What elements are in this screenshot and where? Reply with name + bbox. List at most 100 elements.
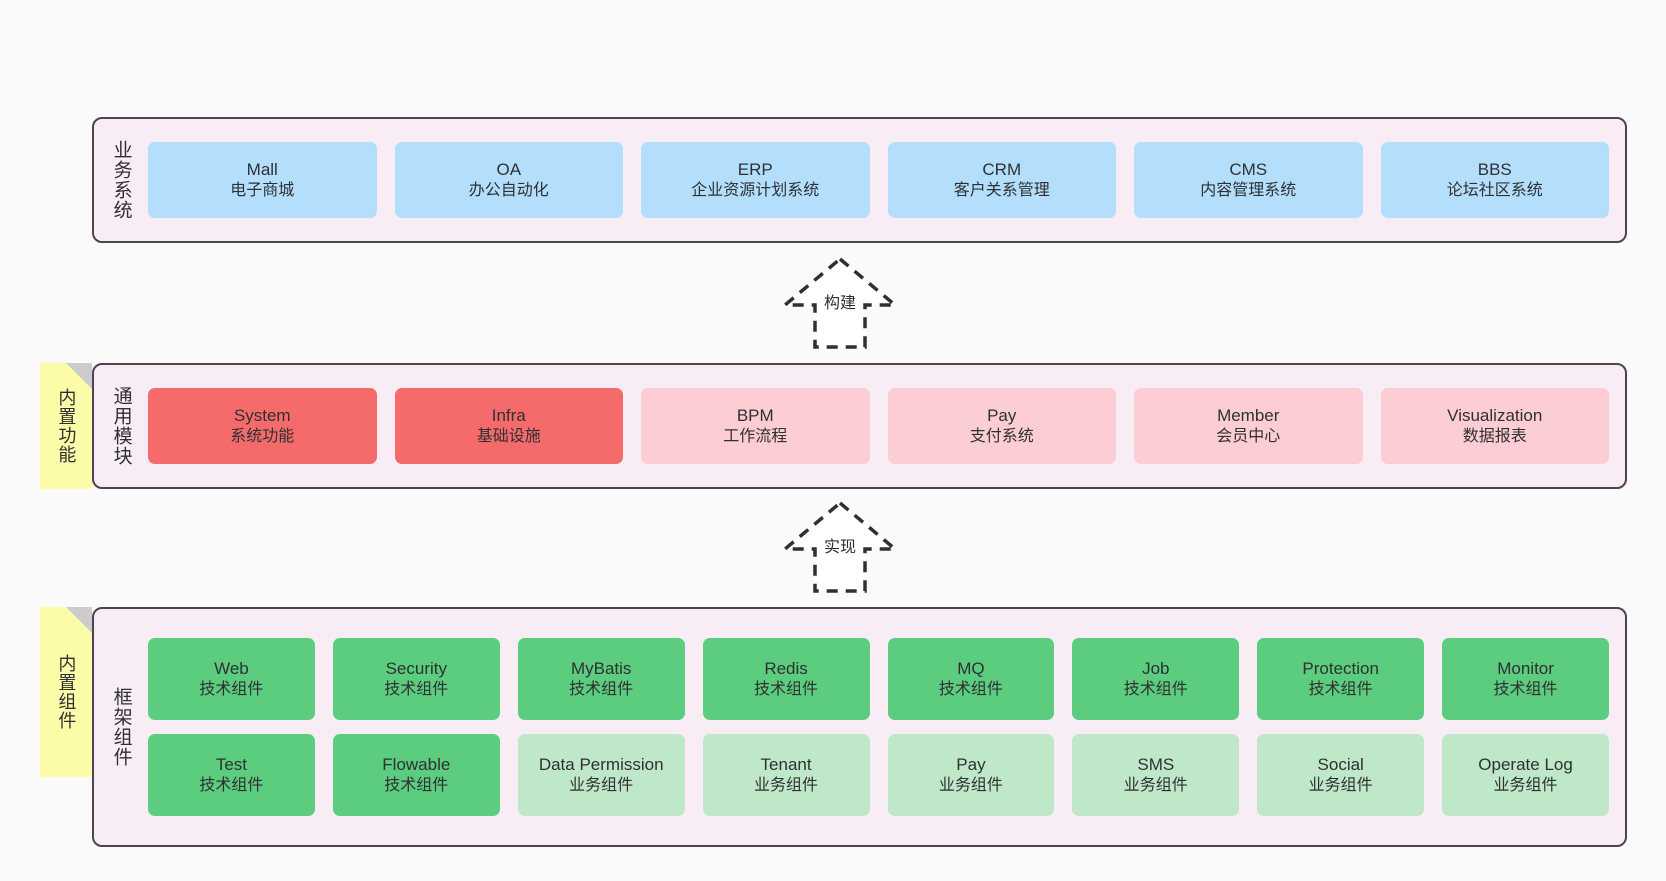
business-node-row: Mall 电子商城 OA 办公自动化 ERP 企业资源计划系统 CRM 客户关系…: [148, 142, 1609, 218]
node-sms[interactable]: SMS 业务组件: [1072, 734, 1240, 816]
framework-tech-row: Web 技术组件 Security 技术组件 MyBatis 技术组件 Redi…: [148, 638, 1609, 720]
node-infra-name: Infra: [491, 406, 526, 426]
node-flowable[interactable]: Flowable 技术组件: [332, 734, 500, 816]
layer-common-modules: 通用模块 System 系统功能 Infra 基础设施 BPM 工作流程 Pay…: [92, 363, 1627, 489]
node-member-sub: 会员中心: [1216, 427, 1281, 445]
node-social-sub: 业务组件: [1308, 776, 1373, 794]
node-protection-sub: 技术组件: [1308, 680, 1373, 698]
node-oa[interactable]: OA 办公自动化: [394, 142, 623, 218]
node-monitor[interactable]: Monitor 技术组件: [1442, 638, 1609, 720]
node-test-sub: 技术组件: [199, 776, 264, 794]
node-member-name: Member: [1217, 406, 1280, 426]
node-bbs-name: BBS: [1477, 160, 1512, 180]
node-cms[interactable]: CMS 内容管理系统: [1134, 142, 1363, 218]
sticky-note-builtin-components: 内置组件: [40, 607, 92, 777]
node-crm-name: CRM: [982, 160, 1022, 180]
node-redis[interactable]: Redis 技术组件: [702, 638, 870, 720]
node-tenant-name: Tenant: [760, 755, 812, 775]
node-monitor-sub: 技术组件: [1493, 680, 1558, 698]
node-bbs-sub: 论坛社区系统: [1446, 181, 1543, 199]
node-bbs[interactable]: BBS 论坛社区系统: [1380, 142, 1609, 218]
node-mall-sub: 电子商城: [230, 181, 295, 199]
connector-realize-arrow: 实现: [755, 497, 925, 597]
node-security-sub: 技术组件: [384, 680, 449, 698]
node-mybatis-name: MyBatis: [570, 659, 632, 679]
node-social-name: Social: [1317, 755, 1364, 775]
layer-body-framework-components: Web 技术组件 Security 技术组件 MyBatis 技术组件 Redi…: [148, 609, 1625, 845]
node-mall-name: Mall: [246, 160, 278, 180]
layer-framework-components: 框架组件 Web 技术组件 Security 技术组件 MyBatis 技术组件…: [92, 607, 1627, 847]
node-mybatis-sub: 技术组件: [569, 680, 634, 698]
node-data-permission-sub: 业务组件: [569, 776, 634, 794]
node-system-name: System: [233, 406, 291, 426]
layer-title-framework-components: 框架组件: [110, 687, 132, 767]
node-system[interactable]: System 系统功能: [148, 388, 377, 464]
sticky-note-builtin-components-label: 内置组件: [56, 654, 77, 730]
node-protection[interactable]: Protection 技术组件: [1257, 638, 1425, 720]
layer-business-systems: 业务系统 Mall 电子商城 OA 办公自动化 ERP 企业资源计划系统 CRM…: [92, 117, 1627, 243]
connector-build-arrow: 构建: [755, 253, 925, 353]
node-mybatis[interactable]: MyBatis 技术组件: [517, 638, 685, 720]
node-pay-module-name: Pay: [987, 406, 1017, 426]
node-bpm-sub: 工作流程: [723, 427, 788, 445]
node-pay-component-sub: 业务组件: [938, 776, 1003, 794]
node-pay-component-name: Pay: [956, 755, 986, 775]
node-sms-name: SMS: [1137, 755, 1175, 775]
node-visualization-name: Visualization: [1447, 406, 1543, 426]
modules-node-row: System 系统功能 Infra 基础设施 BPM 工作流程 Pay 支付系统…: [148, 388, 1609, 464]
node-social[interactable]: Social 业务组件: [1257, 734, 1425, 816]
node-test-name: Test: [215, 755, 248, 775]
layer-body-common-modules: System 系统功能 Infra 基础设施 BPM 工作流程 Pay 支付系统…: [148, 365, 1625, 487]
framework-business-row: Test 技术组件 Flowable 技术组件 Data Permission …: [148, 734, 1609, 816]
node-operate-log-sub: 业务组件: [1493, 776, 1558, 794]
node-redis-name: Redis: [764, 659, 808, 679]
node-mall[interactable]: Mall 电子商城: [148, 142, 377, 218]
node-job[interactable]: Job 技术组件: [1072, 638, 1240, 720]
node-web[interactable]: Web 技术组件: [148, 638, 315, 720]
node-tenant-sub: 业务组件: [754, 776, 819, 794]
node-operate-log-name: Operate Log: [1478, 755, 1573, 775]
node-redis-sub: 技术组件: [754, 680, 819, 698]
node-tenant[interactable]: Tenant 业务组件: [702, 734, 870, 816]
node-web-name: Web: [214, 659, 249, 679]
node-pay-component[interactable]: Pay 业务组件: [887, 734, 1055, 816]
node-operate-log[interactable]: Operate Log 业务组件: [1442, 734, 1609, 816]
node-data-permission-name: Data Permission: [538, 755, 664, 775]
node-infra-sub: 基础设施: [476, 427, 541, 445]
node-erp[interactable]: ERP 企业资源计划系统: [641, 142, 870, 218]
node-test[interactable]: Test 技术组件: [148, 734, 315, 816]
node-sms-sub: 业务组件: [1123, 776, 1188, 794]
layer-title-common-modules: 通用模块: [110, 386, 132, 466]
node-bpm[interactable]: BPM 工作流程: [641, 388, 870, 464]
node-erp-sub: 企业资源计划系统: [691, 181, 820, 199]
node-security-name: Security: [385, 659, 448, 679]
node-mq[interactable]: MQ 技术组件: [887, 638, 1055, 720]
node-job-sub: 技术组件: [1123, 680, 1188, 698]
node-monitor-name: Monitor: [1497, 659, 1554, 679]
node-flowable-name: Flowable: [382, 755, 451, 775]
node-mq-name: MQ: [957, 659, 985, 679]
node-mq-sub: 技术组件: [938, 680, 1003, 698]
node-bpm-name: BPM: [736, 406, 774, 426]
node-crm[interactable]: CRM 客户关系管理: [887, 142, 1116, 218]
node-visualization-sub: 数据报表: [1462, 427, 1527, 445]
node-cms-name: CMS: [1229, 160, 1268, 180]
layer-body-business-systems: Mall 电子商城 OA 办公自动化 ERP 企业资源计划系统 CRM 客户关系…: [148, 119, 1625, 241]
node-cms-sub: 内容管理系统: [1200, 181, 1297, 199]
node-data-permission[interactable]: Data Permission 业务组件: [517, 734, 685, 816]
node-oa-name: OA: [496, 160, 522, 180]
layer-title-business-systems: 业务系统: [110, 140, 132, 220]
node-oa-sub: 办公自动化: [468, 181, 549, 199]
node-erp-name: ERP: [737, 160, 773, 180]
node-pay-module[interactable]: Pay 支付系统: [887, 388, 1116, 464]
node-crm-sub: 客户关系管理: [953, 181, 1050, 199]
sticky-note-builtin-features: 内置功能: [40, 363, 92, 489]
node-web-sub: 技术组件: [199, 680, 264, 698]
node-security[interactable]: Security 技术组件: [332, 638, 500, 720]
node-protection-name: Protection: [1302, 659, 1379, 679]
node-member[interactable]: Member 会员中心: [1134, 388, 1363, 464]
node-infra[interactable]: Infra 基础设施: [394, 388, 623, 464]
node-system-sub: 系统功能: [230, 427, 295, 445]
node-visualization[interactable]: Visualization 数据报表: [1380, 388, 1609, 464]
